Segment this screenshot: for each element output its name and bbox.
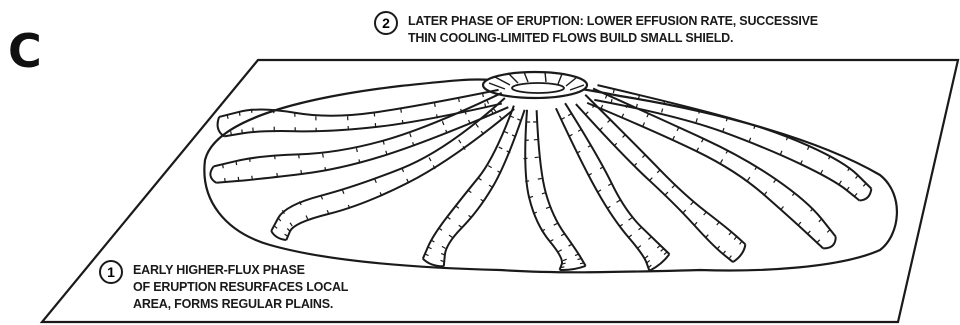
phase-1-caption-line: AREA, FORMS REGULAR PLAINS. (133, 296, 348, 313)
lava-flow-hatch (323, 154, 324, 158)
lava-flow-hatch (231, 131, 232, 135)
lava-flow-hatch (459, 98, 460, 102)
lava-flow-hatch (277, 173, 278, 177)
phase-2-caption-line: LATER PHASE OF ERUPTION: LOWER EFFUSION … (408, 13, 818, 30)
lava-flow-hatch (239, 112, 240, 116)
lava-flow-hatch (223, 164, 224, 168)
lava-flow-hatch (301, 170, 302, 174)
lava-flow-hatch (325, 167, 326, 171)
lava-flow-hatch (538, 178, 542, 179)
lava-flow-hatch (483, 93, 484, 97)
lava-flow-hatch (275, 155, 276, 159)
lava-flow-hatch (437, 114, 438, 118)
lava-flow-hatch (435, 103, 436, 107)
panel-letter: C (8, 28, 42, 74)
lava-flow-hatch (613, 89, 614, 93)
phase-2-caption: LATER PHASE OF ERUPTION: LOWER EFFUSION … (408, 13, 818, 47)
phase-1-caption: EARLY HIGHER-FLUX PHASE OF ERUPTION RESU… (133, 262, 348, 313)
phase-2-number-badge: 2 (374, 11, 398, 35)
lava-flow-hatch (402, 120, 403, 124)
lava-flow-hatch (611, 99, 612, 103)
lava-flow-hatch (525, 181, 529, 182)
lava-flow-hatch (560, 267, 564, 268)
lava-flow-hatch (299, 154, 300, 158)
phase-1-caption-line: OF ERUPTION RESURFACES LOCAL (133, 279, 348, 296)
lava-flow-hatch (485, 103, 486, 107)
lava-flow-hatch (401, 109, 402, 113)
phase-2-caption-line: THIN COOLING-LIMITED FLOWS BUILD SMALL S… (408, 30, 818, 47)
lava-flow-hatch (225, 178, 226, 182)
lava-flow-hatch (580, 263, 584, 264)
phase-1-number-badge: 1 (99, 260, 123, 284)
lava-flow-hatch (227, 115, 228, 119)
lava-flow-hatch (238, 177, 239, 181)
phase-1-caption-line: EARLY HIGHER-FLUX PHASE (133, 262, 348, 279)
lava-flow-hatch (236, 161, 237, 165)
lava-flow-hatch (359, 159, 360, 163)
